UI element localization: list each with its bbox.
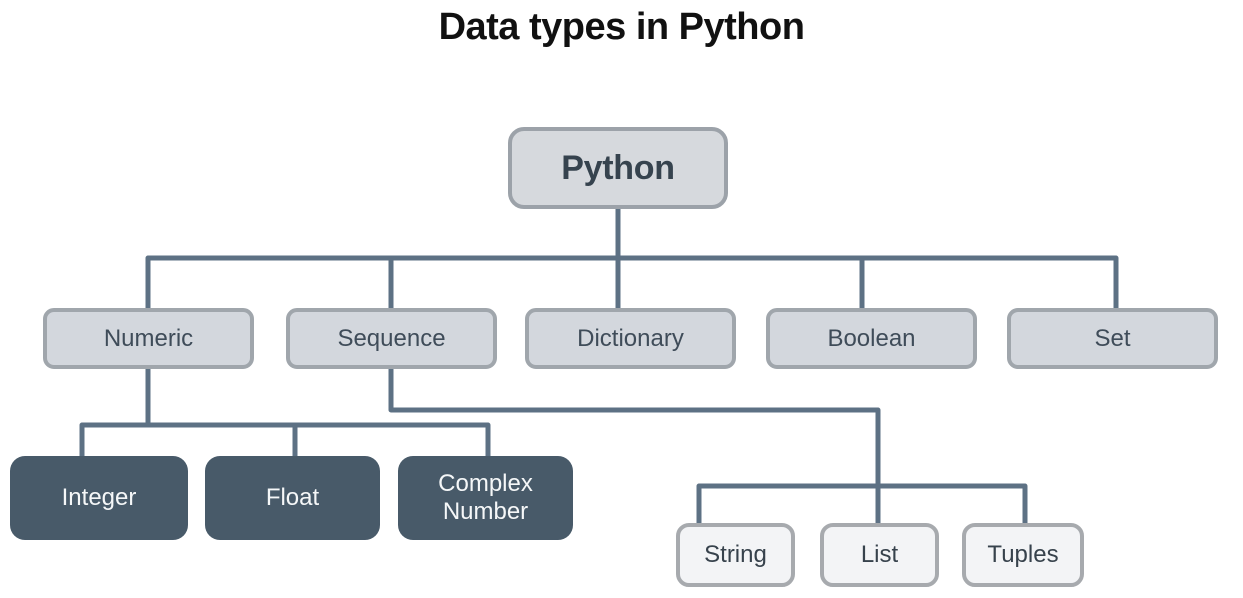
node-numeric: Numeric <box>43 308 254 369</box>
node-boolean: Boolean <box>766 308 977 369</box>
node-complex-number: Complex Number <box>398 456 573 540</box>
node-dictionary: Dictionary <box>525 308 736 369</box>
node-tuples-label: Tuples <box>987 541 1059 568</box>
node-sequence: Sequence <box>286 308 497 369</box>
node-string: String <box>676 523 795 587</box>
node-float-label: Float <box>265 484 320 512</box>
node-string-label: String <box>704 541 767 568</box>
diagram-title: Data types in Python <box>438 6 805 48</box>
node-complex-number-label: Complex Number <box>438 470 533 525</box>
node-dictionary-label: Dictionary <box>577 324 684 352</box>
node-integer: Integer <box>10 456 188 540</box>
node-set-label: Set <box>1094 324 1131 352</box>
node-python: Python <box>508 127 728 209</box>
node-list: List <box>820 523 939 587</box>
node-boolean-label: Boolean <box>827 324 916 352</box>
node-integer-label: Integer <box>61 484 137 512</box>
connector-level2-bus <box>145 255 1119 310</box>
node-list-label: List <box>860 541 899 568</box>
node-python-label: Python <box>561 148 675 187</box>
connector-sequence-bus <box>696 483 1028 523</box>
node-tuples: Tuples <box>962 523 1084 587</box>
node-sequence-label: Sequence <box>337 324 446 352</box>
connector-numeric-bus <box>79 422 491 457</box>
node-float: Float <box>205 456 380 540</box>
node-set: Set <box>1007 308 1218 369</box>
node-numeric-label: Numeric <box>103 324 194 352</box>
